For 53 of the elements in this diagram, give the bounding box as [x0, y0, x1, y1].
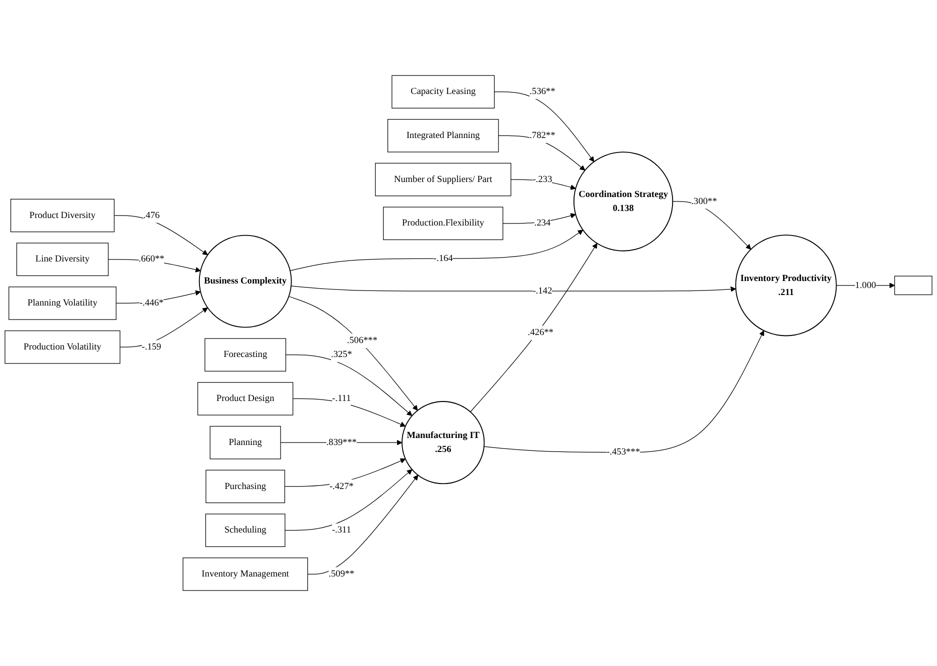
node-box: Product Design — [197, 382, 294, 416]
edge-label: .782** — [530, 130, 556, 140]
edge-label: .660** — [138, 254, 164, 264]
arrow — [284, 469, 412, 531]
edge-label: -.233 — [532, 174, 552, 184]
edge-label: -.164 — [433, 253, 453, 264]
arrow — [484, 330, 764, 453]
arrow — [114, 215, 208, 256]
arrow — [307, 474, 418, 574]
node-box: Planning Volatility — [8, 286, 116, 320]
node-box: Number of Suppliers/ Part — [375, 162, 512, 196]
arrow — [502, 213, 576, 224]
node-box: Purchasing — [206, 470, 286, 504]
arrow — [292, 398, 406, 427]
edge-label: .325* — [331, 350, 352, 360]
node-circle: Inventory Productivity .211 — [735, 234, 837, 336]
edge-label: -.311 — [332, 525, 352, 536]
node-circle: Manufacturing IT .256 — [402, 401, 485, 484]
node-box: Scheduling — [205, 514, 286, 547]
edge-label: -.159 — [142, 342, 162, 352]
arrow — [290, 286, 736, 292]
edge-label: -.111 — [332, 394, 351, 404]
arrow — [120, 307, 208, 348]
edge-label: .426** — [528, 328, 554, 338]
edge-label: .536** — [530, 86, 556, 97]
node-box: Production Volatility — [4, 330, 120, 364]
edge-label: .509** — [328, 569, 354, 580]
node-box: Forecasting — [204, 338, 286, 372]
node-circle: Business Complexity — [198, 234, 292, 328]
arrow — [494, 92, 594, 162]
node-box: Production.Flexibility — [383, 206, 504, 240]
node-box: Capacity Leasing — [392, 75, 495, 108]
edge-label: .476 — [143, 210, 160, 220]
arrow — [288, 296, 418, 411]
node-circle: Coordination Strategy 0.138 — [573, 152, 674, 252]
node-box: Integrated Planning — [387, 119, 499, 152]
edge-label: -.453*** — [606, 447, 640, 458]
arrow — [470, 243, 598, 412]
edge-label: 1.000 — [855, 280, 876, 290]
edge-label: -.446* — [139, 298, 164, 308]
edge-label: .300** — [691, 196, 718, 206]
arrow — [285, 354, 412, 416]
arrow — [290, 230, 584, 272]
edge-label: -.142 — [532, 286, 552, 296]
edge-label: -.427* — [329, 481, 354, 492]
edge-label: .234 — [534, 218, 551, 228]
node-box: Inventory Management — [182, 558, 308, 591]
node-box: Product Diversity — [10, 198, 115, 232]
node-box: Planning — [210, 426, 281, 460]
node-box: Line Diversity — [16, 242, 109, 276]
edge-label: .839*** — [326, 437, 357, 448]
edge-label: .506*** — [347, 336, 378, 346]
node-box — [894, 276, 932, 296]
